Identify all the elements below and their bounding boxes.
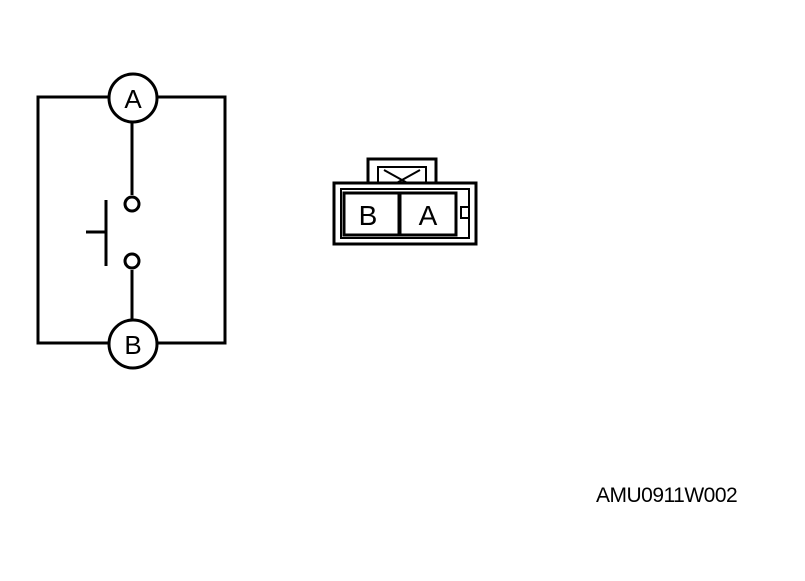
terminal-a: A	[107, 72, 159, 124]
terminal-a-label: A	[124, 84, 142, 114]
cavity-a	[398, 191, 458, 237]
switch-contact-lower	[123, 252, 141, 270]
reference-code: AMU0911W002	[596, 484, 738, 507]
connector-face: B A	[332, 157, 478, 246]
connector-side-tab	[460, 206, 470, 219]
cavity-b-label: B	[359, 200, 378, 231]
switch-circuit: A B	[36, 72, 227, 370]
terminal-b-label: B	[124, 330, 141, 360]
terminal-b: B	[107, 318, 159, 370]
cavity-a-label: A	[419, 200, 438, 231]
switch-contact-upper	[123, 195, 141, 213]
